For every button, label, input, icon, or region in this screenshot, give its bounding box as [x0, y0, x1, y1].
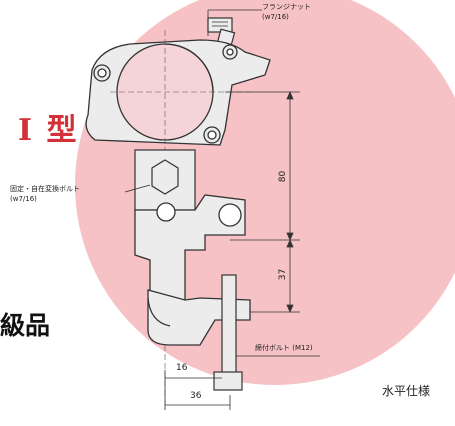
swivel-bolt-spec: (w7/16) [10, 195, 37, 203]
dimension-lines [124, 9, 320, 410]
tightening-bolt-label: 締付ボルト (M12) [255, 344, 313, 352]
horizontal-spec-label: 水平仕様 [382, 384, 431, 398]
flange-nut-spec: (w7/16) [262, 13, 289, 21]
type-title: I 型 [18, 113, 79, 148]
dimension-36: 36 [190, 391, 202, 401]
flange-nut-label: フランジナット [262, 3, 311, 11]
dimension-80: 80 [278, 170, 289, 183]
product-grade-text: 級品 [0, 311, 51, 340]
dimension-37: 37 [278, 268, 289, 281]
tightening-bolt [213, 274, 243, 391]
dimension-16: 16 [176, 363, 188, 373]
swivel-bolt-label: 固定・自在変換ボルト [10, 185, 80, 193]
swivel-bolt [134, 149, 196, 211]
clamp-body [134, 194, 251, 346]
